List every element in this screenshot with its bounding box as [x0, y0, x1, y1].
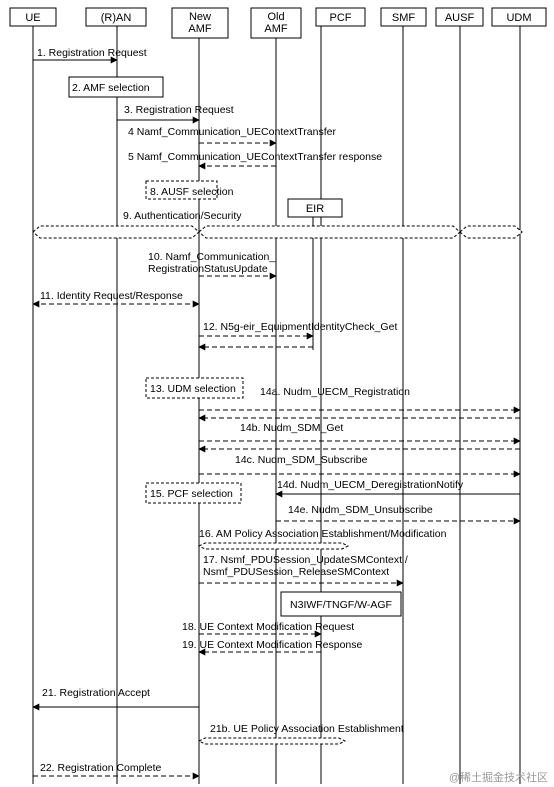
step-label-s14e: 14e. Nudm_SDM_Unsubscribe	[288, 504, 433, 516]
participant-ran: (R)AN	[85, 7, 147, 27]
n3iwf-label: N3IWF/TNGF/W-AGF	[290, 599, 392, 611]
n3iwf-tngf-wagf-box: N3IWF/TNGF/W-AGF	[280, 591, 402, 617]
policy-band	[197, 737, 347, 745]
step-label-s1: 1. Registration Request	[37, 47, 147, 59]
step-label-s19: 19. UE Context Modification Response	[182, 639, 363, 651]
step-s19: 19. UE Context Modification Response	[182, 639, 363, 656]
step-s21: 21. Registration Accept	[32, 687, 199, 711]
step-s12: 12. N5g-eir_EquipmentIdentityCheck_Get	[198, 321, 397, 351]
step-s16: 16. AM Policy Association Establishment/…	[197, 528, 447, 550]
participant-smf: SMF	[380, 7, 427, 27]
step-label-s17: 17. Nsmf_PDUSession_UpdateSMContext /Nsm…	[203, 554, 408, 578]
step-label-s3: 3. Registration Request	[124, 104, 234, 116]
step-s17: 17. Nsmf_PDUSession_UpdateSMContext /Nsm…	[199, 554, 408, 587]
step-s14b: 14b. Nudm_SDM_Get	[198, 422, 521, 453]
participant-ausf: AUSF	[435, 7, 484, 27]
participant-label-eir: EIR	[306, 203, 324, 215]
step-label-s8: 8. AUSF selection	[150, 186, 234, 198]
step-s13: 13. UDM selection	[145, 377, 244, 399]
security-band-segment	[459, 225, 523, 239]
step-label-s9: 9. Authentication/Security	[123, 210, 242, 222]
step-s9: 9. Authentication/Security	[32, 210, 523, 239]
step-s8: 8. AUSF selection	[145, 180, 234, 200]
step-label-s13: 13. UDM selection	[150, 383, 236, 395]
participant-label-udm: UDM	[506, 12, 531, 24]
participant-ue: UE	[9, 7, 57, 27]
step-label-s10: 10. Namf_Communication_RegistrationStatu…	[148, 251, 275, 275]
step-label-s11: 11. Identity Request/Response	[40, 290, 183, 302]
participant-pcf: PCF	[315, 7, 366, 27]
step-label-s4: 4 Namf_Communication_UEContextTransfer	[128, 126, 336, 138]
step-s14d: 14d. Nudm_UECM_DeregistrationNotify	[275, 479, 520, 498]
participant-label-smf: SMF	[392, 12, 416, 24]
participant-label-ran: (R)AN	[101, 12, 132, 24]
step-label-s14d: 14d. Nudm_UECM_DeregistrationNotify	[277, 479, 464, 491]
participant-eir: EIR	[287, 198, 343, 218]
step-label-s12: 12. N5g-eir_EquipmentIdentityCheck_Get	[203, 321, 397, 333]
step-label-s21: 21. Registration Accept	[42, 687, 150, 699]
step-s14c: 14c. Nudm_SDM_Subscribe	[199, 454, 521, 478]
step-s1: 1. Registration Request	[33, 47, 147, 64]
step-s11: 11. Identity Request/Response	[32, 290, 200, 308]
step-s14a: 14a. Nudm_UECM_Registration	[198, 386, 521, 422]
step-s14e: 14e. Nudm_SDM_Unsubscribe	[276, 504, 521, 525]
step-s10: 10. Namf_Communication_RegistrationStatu…	[148, 251, 277, 280]
participant-label-ue: UE	[25, 12, 40, 24]
step-label-s15: 15. PCF selection	[150, 488, 233, 500]
watermark-text: @稀土掘金技术社区	[449, 770, 548, 784]
security-band-segment	[32, 225, 200, 239]
security-band-segment	[198, 225, 461, 239]
step-label-s2: 2. AMF selection	[72, 82, 150, 94]
step-s21b: 21b. UE Policy Association Establishment	[197, 723, 404, 745]
step-s18: 18. UE Context Modification Request	[182, 621, 354, 638]
step-label-s14b: 14b. Nudm_SDM_Get	[240, 422, 343, 434]
step-label-s16: 16. AM Policy Association Establishment/…	[199, 528, 447, 540]
step-s15: 15. PCF selection	[145, 482, 242, 504]
step-label-s21b: 21b. UE Policy Association Establishment	[210, 723, 404, 735]
step-s5: 5 Namf_Communication_UEContextTransfer r…	[128, 151, 382, 170]
step-s3: 3. Registration Request	[117, 104, 234, 124]
participant-udm: UDM	[491, 7, 547, 27]
step-label-s18: 18. UE Context Modification Request	[182, 621, 354, 633]
step-s22: 22. Registration Complete	[33, 762, 200, 780]
step-label-s14a: 14a. Nudm_UECM_Registration	[260, 386, 410, 398]
step-s4: 4 Namf_Communication_UEContextTransfer	[128, 126, 336, 147]
step-label-s5: 5 Namf_Communication_UEContextTransfer r…	[128, 151, 382, 163]
step-s2: 2. AMF selection	[68, 76, 164, 98]
step-label-s14c: 14c. Nudm_SDM_Subscribe	[235, 454, 368, 466]
participant-label-pcf: PCF	[330, 12, 352, 24]
step-label-s22: 22. Registration Complete	[40, 762, 162, 774]
participant-label-ausf: AUSF	[445, 12, 475, 24]
policy-band	[197, 542, 350, 550]
